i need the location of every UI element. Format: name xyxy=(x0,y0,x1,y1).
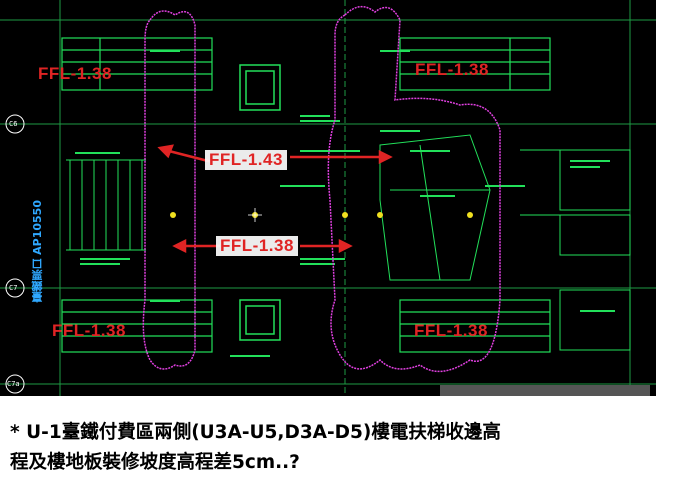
information-station xyxy=(379,134,491,281)
ffl-label-mid-lower: FFL-1.38 xyxy=(216,236,298,256)
lift-shafts xyxy=(239,64,281,341)
cad-drawing-viewport[interactable]: C6 C7 C7a 臺鐵票口 AP10550 FFL-1.38 FFL-1.38… xyxy=(0,0,656,396)
ffl-label-top-right: FFL-1.38 xyxy=(415,60,489,79)
cad-floor-plan xyxy=(0,0,656,396)
revision-clouds xyxy=(142,6,501,373)
ffl-label-bottom-left: FFL-1.38 xyxy=(52,321,126,340)
ffl-arrows xyxy=(157,144,393,254)
grid-tag-c6: C6 xyxy=(9,120,18,128)
caption-text: * U-1臺鐵付費區兩側(U3A-U5,D3A-D5)樓電扶梯收邊高 程及樓地板… xyxy=(10,418,660,478)
grid-bubbles xyxy=(5,114,25,394)
rooms-right xyxy=(520,149,631,351)
caption-line-2: 程及樓地板裝修坡度高程差5cm..? xyxy=(10,452,300,473)
cursor-crosshair xyxy=(248,208,262,222)
escalator-bottom-left xyxy=(61,299,213,353)
escalator-top-right xyxy=(399,37,551,91)
gate-array-left xyxy=(66,159,146,251)
level-points xyxy=(170,212,473,218)
escalator-bottom-right xyxy=(399,299,551,353)
grid-tag-c7: C7 xyxy=(9,284,18,292)
ffl-label-bottom-right: FFL-1.38 xyxy=(414,321,488,340)
escalator-top-left xyxy=(61,37,213,91)
caption-line-1: * U-1臺鐵付費區兩側(U3A-U5,D3A-D5)樓電扶梯收邊高 xyxy=(10,422,501,443)
grid-tag-c7a: C7a xyxy=(7,380,20,388)
small-annotations xyxy=(75,50,615,357)
hatch-strip xyxy=(440,385,650,396)
vertical-gate-label: 臺鐵票口 AP10550 xyxy=(31,200,44,303)
ffl-label-mid-upper: FFL-1.43 xyxy=(205,150,287,170)
ffl-label-top-left: FFL-1.38 xyxy=(38,64,112,83)
